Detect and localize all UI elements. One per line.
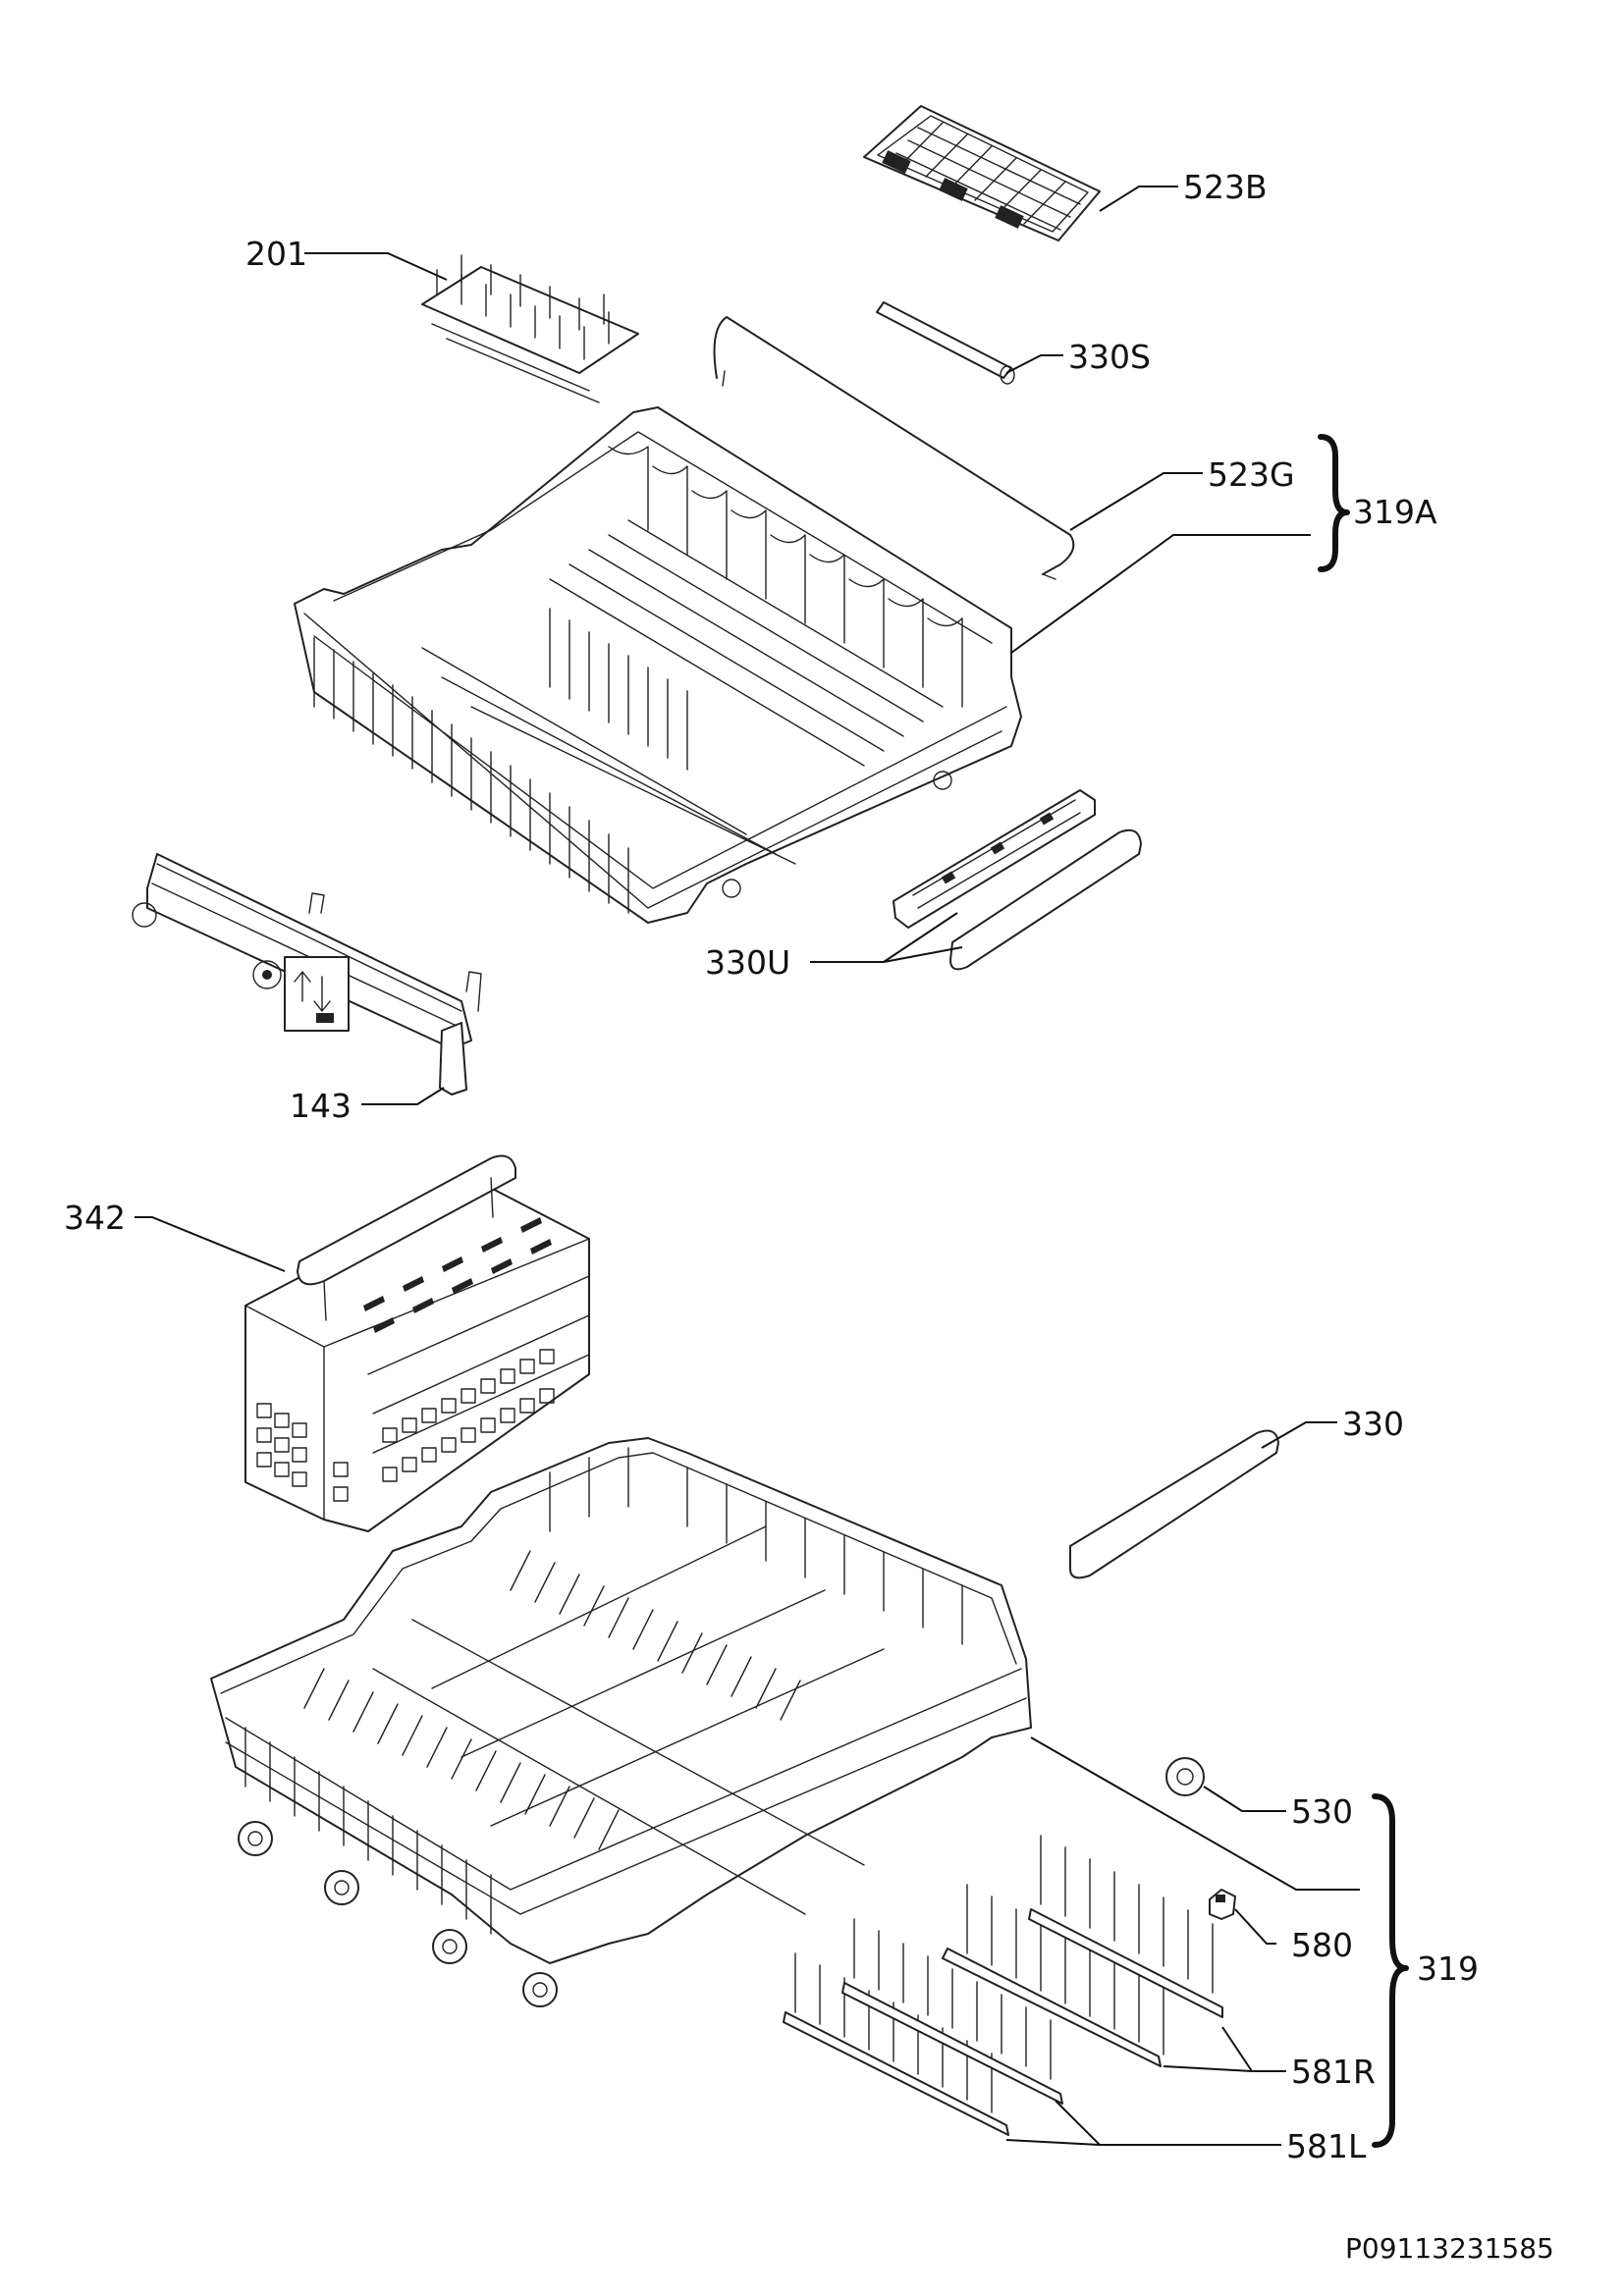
label-330U: 330U [705,943,790,982]
part-581R-tine-row-right [942,1835,1223,2067]
label-342: 342 [64,1199,126,1237]
brace-319 [1372,1793,1409,2148]
leader-581R [1163,2026,1286,2072]
part-523B-cup-shelf [863,105,1101,241]
label-581L: 581L [1286,2127,1367,2165]
leader-319 [1030,1736,1360,1891]
reference-number: P09113231585 [1345,2232,1554,2265]
label-530: 530 [1291,1792,1353,1831]
part-201-folding-tines [421,254,639,403]
part-342-cutlery-basket [244,1154,590,1532]
part-330S-rail [876,301,1015,385]
leader-201 [304,252,448,281]
leader-330S [1005,354,1063,374]
leader-319A [1010,534,1311,654]
label-201: 201 [245,235,307,273]
leader-342 [135,1216,286,1272]
part-530-wheel [1165,1757,1205,1796]
label-319A: 319A [1353,493,1437,531]
lower-basket-wheels [238,1821,558,2007]
leader-530 [1203,1786,1286,1812]
label-523G: 523G [1208,455,1295,494]
label-330S: 330S [1068,338,1151,376]
leader-523G [1069,472,1203,531]
leader-580 [1234,1908,1276,1945]
part-580-clip [1209,1889,1236,1920]
label-580: 580 [1291,1926,1353,1964]
leader-330U [810,912,963,963]
label-523B: 523B [1183,168,1268,206]
leader-330 [1261,1421,1337,1449]
label-143: 143 [290,1087,352,1125]
brace-319A [1318,434,1350,572]
leader-581L [1005,2100,1281,2146]
part-143-height-adjuster [132,853,482,1095]
leader-lines [135,186,1360,2146]
label-330: 330 [1342,1405,1404,1443]
leader-143 [361,1087,445,1105]
part-330-rail [1069,1429,1279,1579]
part-581L-tine-row-left [783,1918,1063,2136]
label-319: 319 [1417,1949,1479,1988]
part-319-lower-basket [210,1437,1032,2007]
part-523G-wire-handle [713,316,1075,580]
part-330U-rail-set [893,789,1142,971]
label-581R: 581R [1291,2053,1376,2091]
leader-523B [1099,186,1178,212]
part-319A-upper-basket [294,406,1022,924]
part-labels: 523B 201 330S 523G 319A 330U 143 342 330… [64,168,1479,2165]
